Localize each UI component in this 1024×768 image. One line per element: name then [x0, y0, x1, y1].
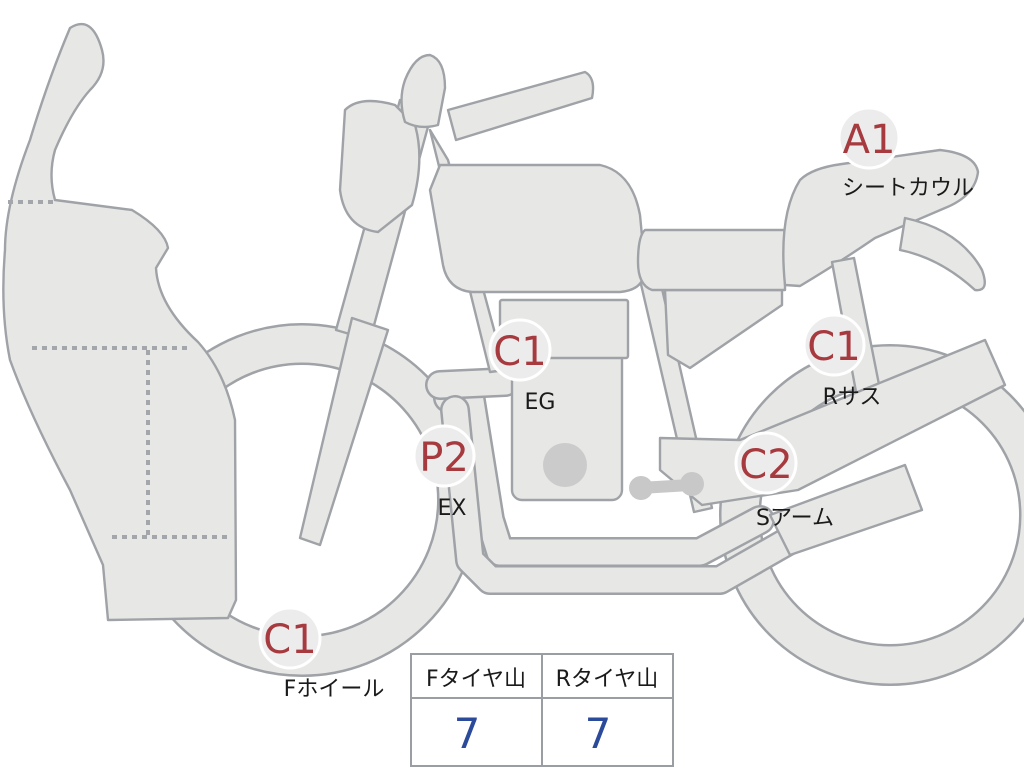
badge-code: A1: [843, 117, 896, 163]
damage-badges: A1 シートカウル C1 EG C1 Rサス P2 EX C2 Sアーム C1 …: [258, 106, 974, 702]
exhaust-pipes: [425, 367, 805, 595]
seat-cowl: [782, 148, 980, 288]
badge-code: C1: [807, 324, 860, 370]
badge-exhaust: P2 EX: [412, 424, 476, 521]
badge-label: EG: [525, 390, 556, 415]
mirror: [400, 53, 447, 129]
badge-label: Rサス: [823, 385, 882, 410]
handlebar: [446, 70, 595, 142]
fork-lower: [298, 316, 390, 547]
fuel-tank: [428, 163, 647, 294]
badge-seat-cowl: A1 シートカウル: [837, 106, 974, 201]
seat: [636, 228, 787, 292]
engine-cover: [543, 443, 587, 487]
badge-front-wheel: C1 Fホイール: [258, 606, 385, 702]
rear-tire-header: Rタイヤ山: [556, 667, 659, 692]
front-tire-header: Fタイヤ山: [426, 667, 526, 692]
badge-engine: C1 EG: [488, 318, 556, 415]
badge-rear-suspension: C1 Rサス: [802, 313, 882, 410]
badge-label: シートカウル: [842, 176, 974, 201]
badge-label: Fホイール: [284, 677, 385, 702]
rear-tire-value: 7: [585, 709, 612, 758]
badge-code: C1: [493, 329, 546, 375]
badge-label: Sアーム: [756, 506, 834, 531]
tire-tread-table: Fタイヤ山 Rタイヤ山 7 7: [410, 653, 674, 767]
badge-code: P2: [419, 435, 469, 481]
badge-code: C1: [263, 617, 316, 663]
tail-fender: [898, 216, 986, 292]
swingarm-lower: [768, 463, 924, 557]
badge-code: C2: [739, 442, 792, 488]
badge-label: EX: [438, 496, 467, 521]
badge-swingarm: C2 Sアーム: [734, 431, 834, 531]
swingarm-pivot: [629, 472, 704, 500]
headlight: [338, 99, 421, 234]
front-tire-value: 7: [454, 709, 481, 758]
side-cover: [663, 288, 784, 370]
front-cowl: [2, 22, 238, 622]
